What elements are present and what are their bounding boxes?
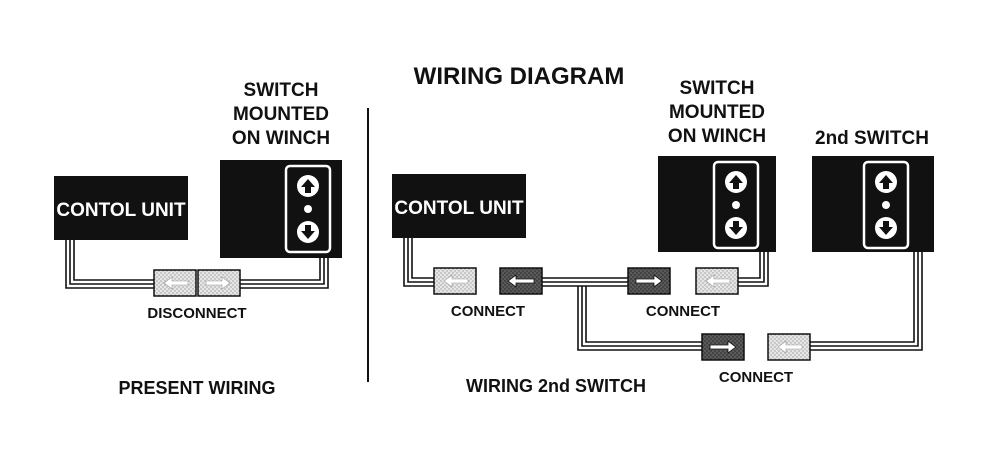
arrow-left-icon bbox=[705, 274, 731, 288]
second-center-dot bbox=[882, 201, 890, 209]
right-center-dot bbox=[732, 201, 740, 209]
arrow-left-icon bbox=[443, 274, 469, 288]
arrow-left-icon bbox=[163, 276, 189, 290]
arrow-left-icon bbox=[507, 274, 535, 288]
wiring-2nd-switch-caption: WIRING 2nd SWITCH bbox=[466, 376, 646, 396]
right-control-unit bbox=[392, 174, 526, 238]
right-control-unit-label: CONTOL UNIT bbox=[394, 198, 524, 219]
arrow-left-icon bbox=[777, 340, 803, 354]
left-wires bbox=[65, 240, 329, 289]
right-connector-row-2 bbox=[701, 333, 811, 361]
right-connector-row-1 bbox=[433, 267, 739, 295]
second-switch-label: 2nd SWITCH bbox=[815, 128, 929, 149]
disconnect-label: DISCONNECT bbox=[147, 305, 246, 322]
diagram-title: WIRING DIAGRAM bbox=[414, 63, 625, 90]
left-switch-label-2: MOUNTED bbox=[233, 104, 329, 125]
present-wiring-caption: PRESENT WIRING bbox=[118, 378, 275, 398]
left-control-unit-label: CONTOL UNIT bbox=[56, 200, 186, 221]
left-switch-label-1: SWITCH bbox=[244, 80, 319, 101]
connect-label-2: CONNECT bbox=[646, 303, 720, 320]
arrow-right-icon bbox=[635, 274, 663, 288]
connect-label-3: CONNECT bbox=[719, 369, 793, 386]
right-wires bbox=[403, 238, 923, 351]
connector-3-light bbox=[767, 333, 811, 361]
left-control-unit bbox=[54, 176, 188, 240]
right-switch-label-2: MOUNTED bbox=[669, 102, 765, 123]
connect-label-1: CONNECT bbox=[451, 303, 525, 320]
right-switch-label-3: ON WINCH bbox=[668, 126, 766, 147]
arrow-right-icon bbox=[709, 340, 737, 354]
left-switch-label-3: ON WINCH bbox=[232, 128, 330, 149]
right-switch-label-1: SWITCH bbox=[680, 78, 755, 99]
left-connector-pair bbox=[153, 269, 241, 297]
left-center-dot bbox=[304, 205, 312, 213]
arrow-right-icon bbox=[205, 276, 231, 290]
